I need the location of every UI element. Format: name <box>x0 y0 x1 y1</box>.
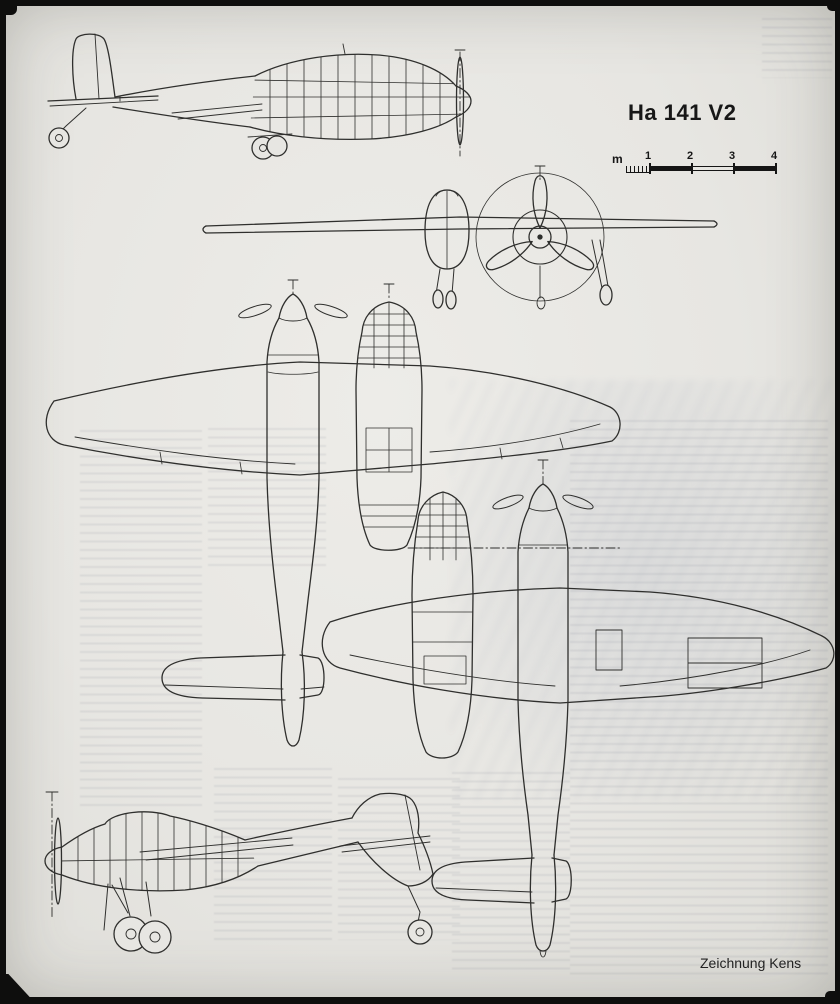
scale-major-tick <box>733 163 735 174</box>
drawing-title: Ha 141 V2 <box>628 100 737 125</box>
scale-segment <box>734 166 776 171</box>
scale-bar: m 1 2 3 4 <box>612 150 788 178</box>
frame-corner-top-right <box>827 0 840 11</box>
frame-edge-top <box>0 0 840 6</box>
top-plan-view <box>45 279 621 747</box>
frame-edge-bottom <box>0 997 840 1004</box>
scale-major-tick <box>691 163 693 174</box>
scale-major-tick <box>775 163 777 174</box>
scale-segment <box>692 166 734 171</box>
side-view-in-flight <box>47 33 472 160</box>
scale-tick-label-1: 1 <box>645 150 652 162</box>
scale-tick-label-2: 2 <box>687 150 694 162</box>
scale-tick-label-3: 3 <box>729 150 736 162</box>
front-view <box>202 165 718 310</box>
side-view-on-ground <box>44 791 434 954</box>
bottom-plan-view <box>321 459 835 958</box>
scale-major-tick <box>649 163 651 174</box>
scale-fine-ticks <box>626 166 650 173</box>
frame-edge-left <box>0 0 6 1004</box>
artist-credit: Zeichnung Kens <box>700 955 802 971</box>
scale-tick-label-4: 4 <box>771 150 778 162</box>
scale-unit-label: m <box>612 152 623 166</box>
frame-edge-right <box>835 0 840 1004</box>
frame-corner-bottom-right <box>825 991 840 1004</box>
scale-segment <box>650 166 692 171</box>
frame-corner-top-left <box>0 0 17 15</box>
